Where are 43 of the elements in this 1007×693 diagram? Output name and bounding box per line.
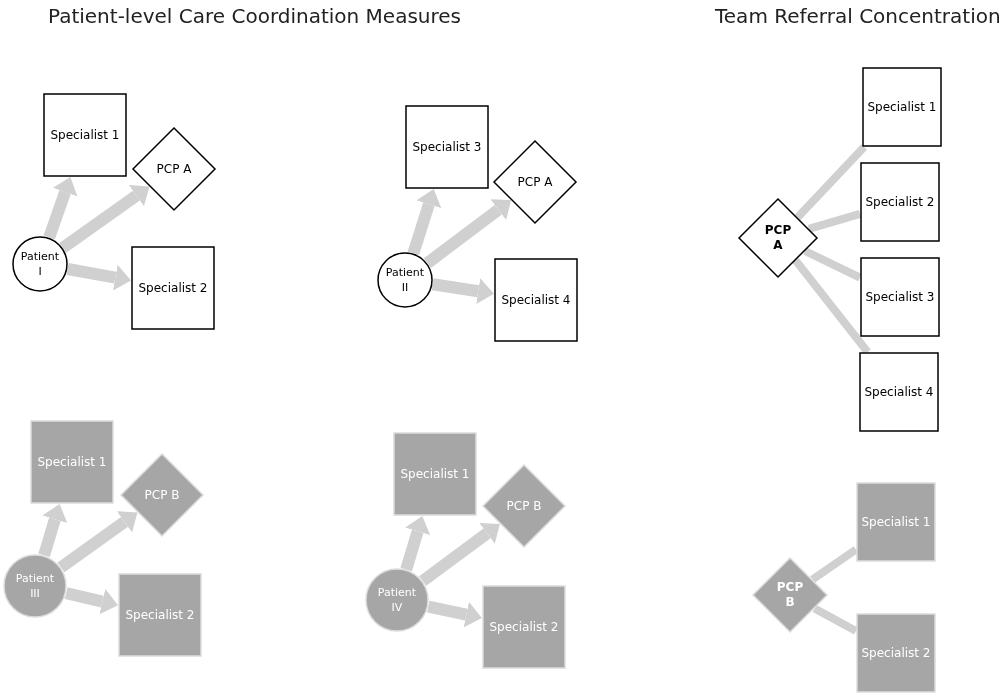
- connector-line: [812, 604, 858, 635]
- node-label: Specialist 4: [500, 292, 572, 308]
- block-arrow: [400, 516, 431, 572]
- block-arrow: [427, 600, 482, 628]
- block-arrow: [59, 185, 150, 253]
- node-label: Specialist 1: [866, 99, 938, 115]
- node-label: PCP A: [516, 174, 554, 190]
- node-label: Specialist 3: [411, 139, 483, 155]
- node-label: Specialist 2: [864, 194, 936, 210]
- node-label: Specialist 2: [124, 607, 196, 623]
- section-heading: Team Referral Concentration: [715, 4, 1001, 28]
- node-label: Specialist 3: [864, 289, 936, 305]
- node-label: PCP B: [505, 498, 543, 514]
- node-label: Patient II: [384, 265, 426, 295]
- node-label: Specialist 1: [860, 514, 932, 530]
- node-label: Patient III: [14, 571, 56, 601]
- node-label: Patient IV: [376, 585, 418, 615]
- node-label: Specialist 1: [49, 127, 121, 143]
- block-arrow: [407, 189, 442, 256]
- node-label: Specialist 2: [488, 619, 560, 635]
- section-heading: Patient-level Care Coordination Measures: [48, 4, 462, 28]
- block-arrow: [43, 177, 78, 240]
- block-arrow: [419, 522, 500, 586]
- connector-line: [803, 247, 862, 282]
- connector-line: [792, 257, 871, 355]
- node-label: PCP A: [155, 161, 193, 177]
- node-label: PCP A: [763, 223, 793, 253]
- node-label: Specialist 1: [399, 466, 471, 482]
- block-arrow: [38, 503, 68, 558]
- node-label: PCP B: [775, 580, 805, 610]
- connector-line: [807, 209, 862, 233]
- block-arrow: [57, 511, 138, 573]
- node-label: PCP B: [143, 487, 181, 503]
- node-label: Specialist 2: [860, 645, 932, 661]
- block-arrow: [423, 199, 512, 268]
- block-arrow: [66, 263, 132, 291]
- connector-line: [794, 144, 867, 221]
- node-label: Specialist 2: [137, 280, 209, 296]
- block-arrow: [431, 278, 494, 305]
- node-label: Specialist 4: [863, 384, 935, 400]
- node-label: Specialist 1: [36, 454, 108, 470]
- node-label: Patient I: [19, 249, 61, 279]
- block-arrow: [64, 587, 118, 615]
